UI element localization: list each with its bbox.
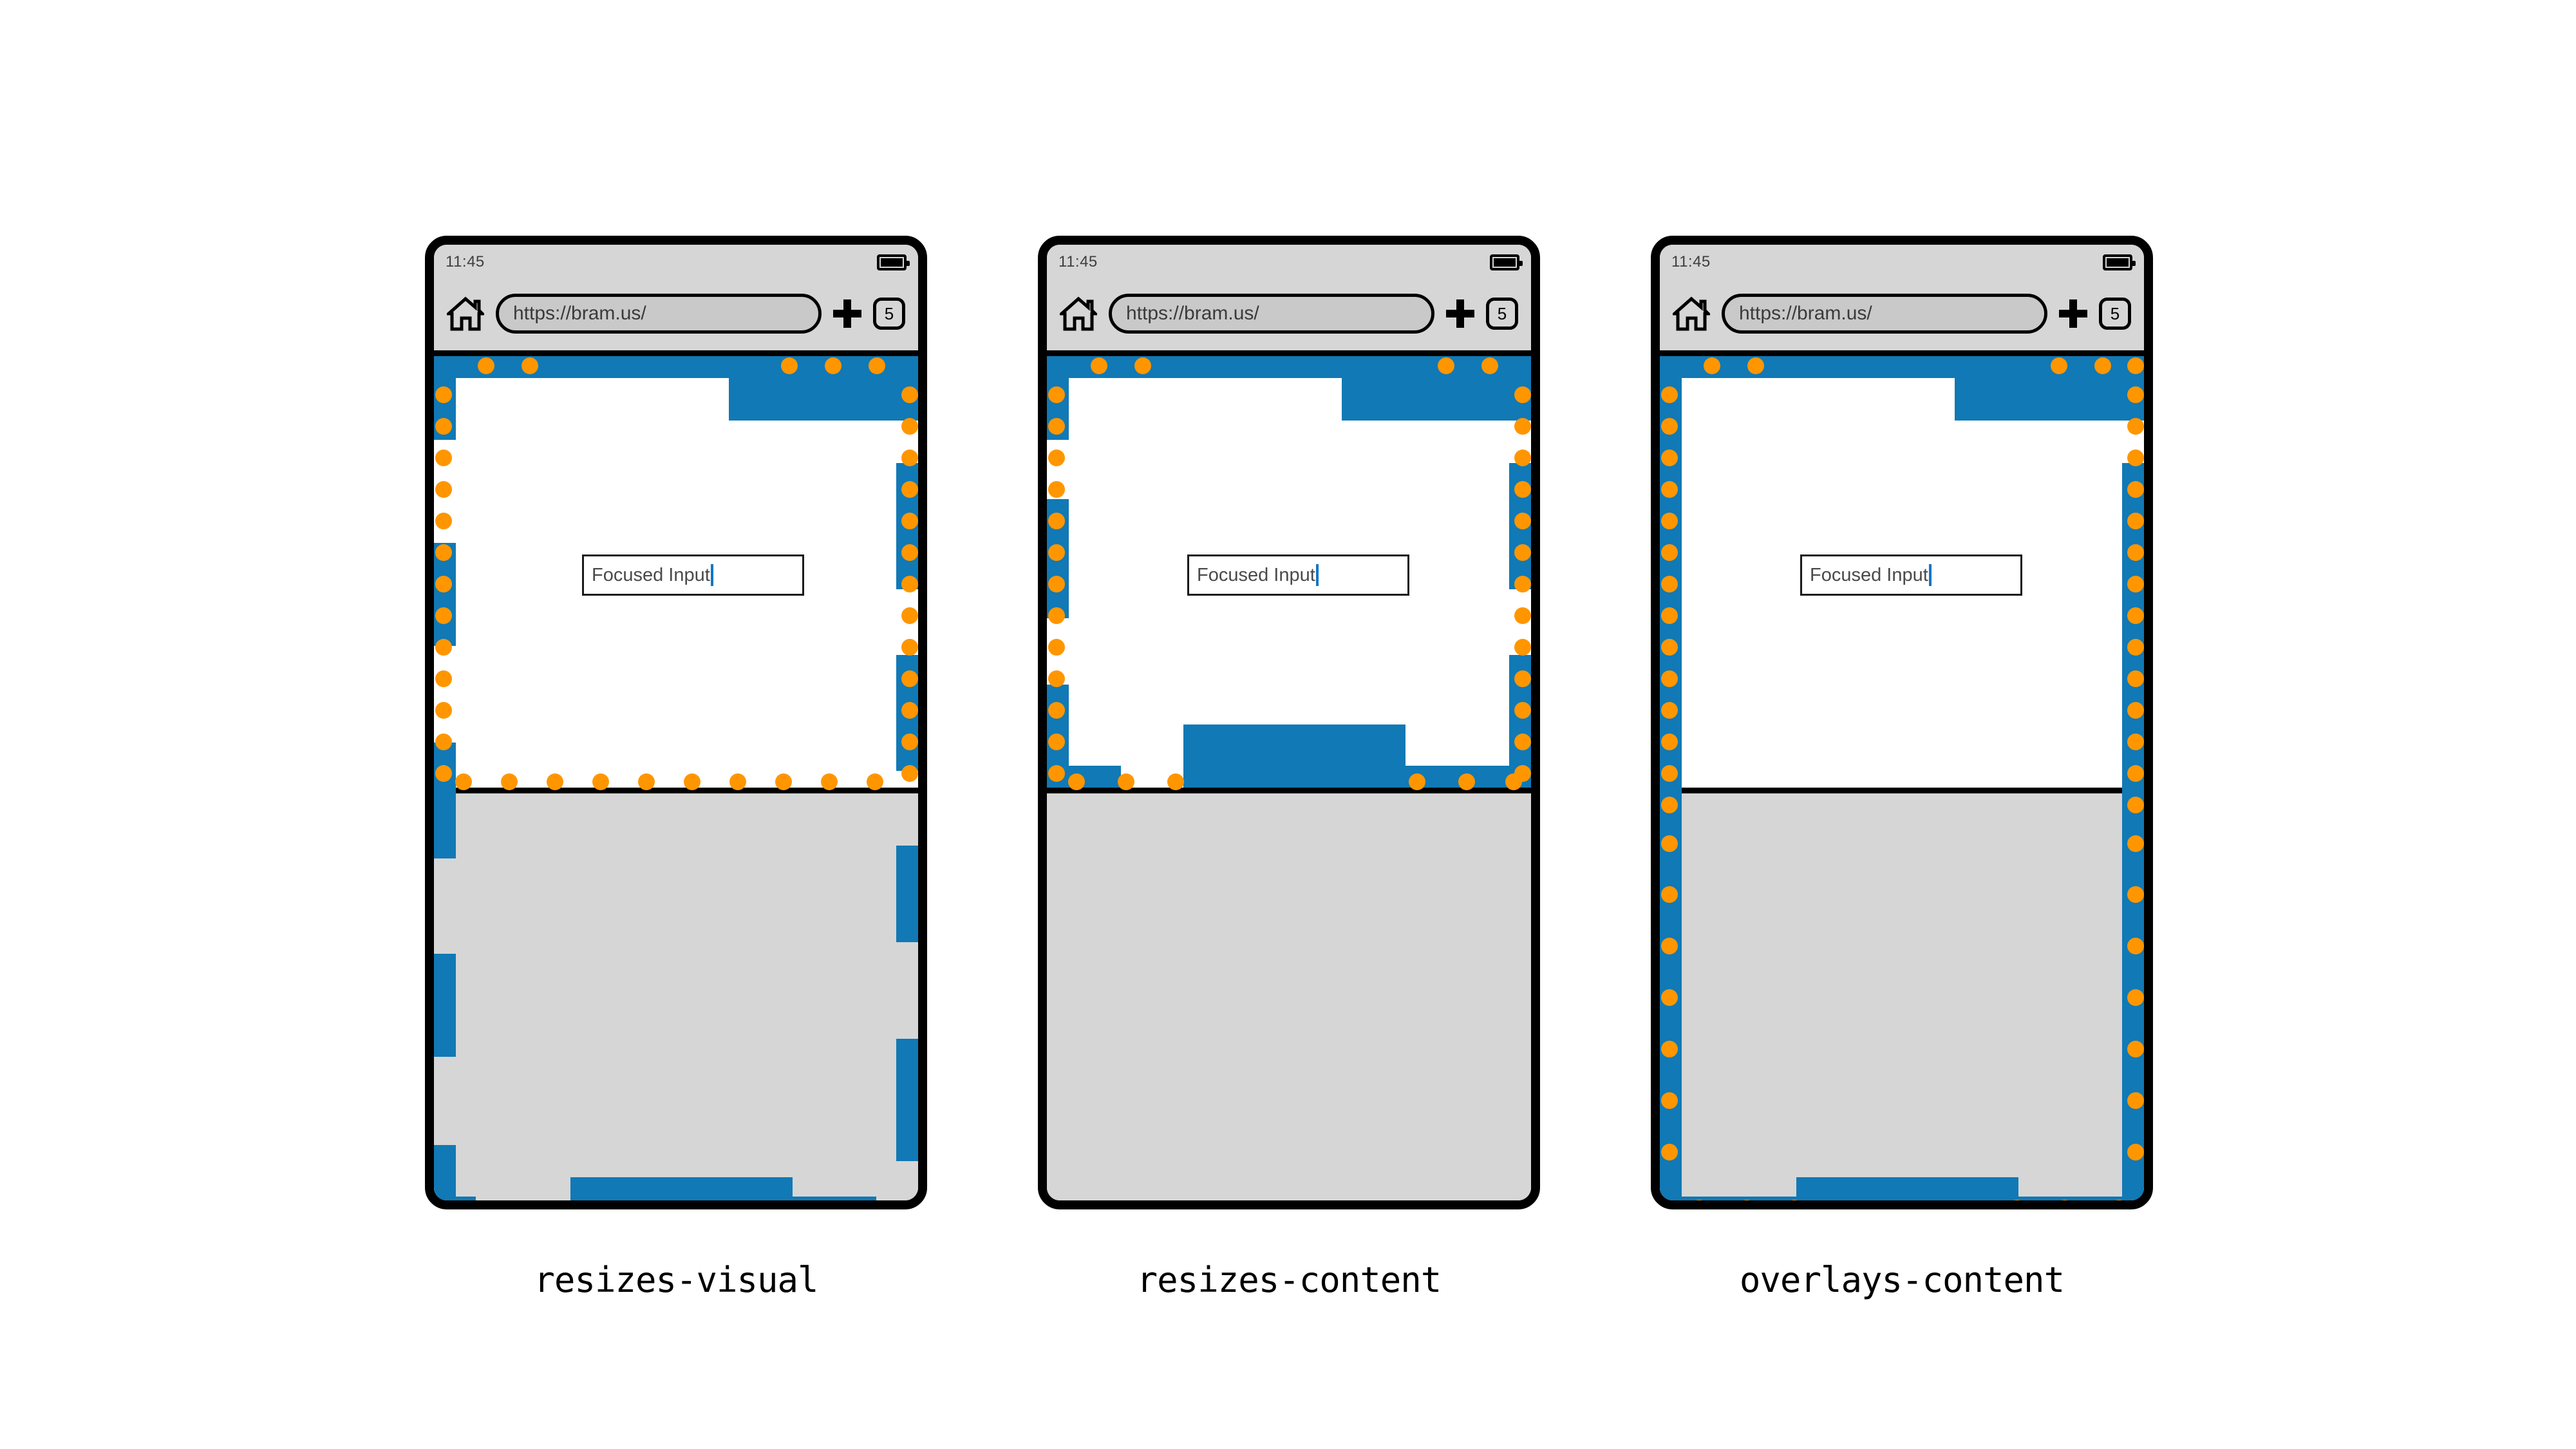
url-bar[interactable]: https://bram.us/ xyxy=(1109,294,1434,334)
keyboard-area xyxy=(1660,793,2144,1200)
home-icon[interactable] xyxy=(1060,296,1097,332)
phone-overlays-content: 11:45 https://bram.us/ 5 xyxy=(1651,236,2153,1209)
browser-chrome: 11:45 https://bram.us/ 5 xyxy=(434,245,918,356)
url-bar[interactable]: https://bram.us/ xyxy=(1722,294,2047,334)
plus-icon[interactable] xyxy=(833,299,861,328)
battery-full-icon xyxy=(877,254,910,270)
browser-toolbar: https://bram.us/ 5 xyxy=(1047,276,1531,352)
url-text: https://bram.us/ xyxy=(1126,303,1259,324)
plus-icon[interactable] xyxy=(2059,299,2087,328)
battery-full-icon xyxy=(2103,254,2136,270)
focused-input[interactable]: Focused Input xyxy=(1187,554,1409,596)
tab-count-badge[interactable]: 5 xyxy=(873,298,905,330)
phone-screen: Focused Input xyxy=(1047,356,1531,1200)
keyboard-area xyxy=(1047,793,1531,1200)
focused-input-text: Focused Input xyxy=(592,564,710,585)
home-icon[interactable] xyxy=(447,296,484,332)
phone-screen: Focused Input xyxy=(434,356,918,1200)
battery-full-icon xyxy=(1490,254,1523,270)
focused-input-text: Focused Input xyxy=(1197,564,1315,585)
focused-input[interactable]: Focused Input xyxy=(582,554,804,596)
phone-screen: Focused Input xyxy=(1660,356,2144,1200)
focused-input[interactable]: Focused Input xyxy=(1800,554,2022,596)
caption-resizes-visual: resizes-visual xyxy=(534,1260,818,1300)
tab-count-badge[interactable]: 5 xyxy=(1486,298,1518,330)
status-clock: 11:45 xyxy=(1671,253,1711,270)
caption-resizes-content: resizes-content xyxy=(1136,1260,1442,1300)
browser-toolbar: https://bram.us/ 5 xyxy=(1660,276,2144,352)
url-text: https://bram.us/ xyxy=(513,303,646,324)
status-clock: 11:45 xyxy=(446,253,485,270)
phone-resizes-visual: 11:45 https://bram.us/ 5 xyxy=(425,236,927,1209)
home-icon[interactable] xyxy=(1673,296,1710,332)
text-caret xyxy=(1315,564,1319,586)
text-caret xyxy=(710,564,713,586)
tab-count-badge[interactable]: 5 xyxy=(2099,298,2131,330)
url-text: https://bram.us/ xyxy=(1739,303,1872,324)
text-caret xyxy=(1928,564,1932,586)
browser-chrome: 11:45 https://bram.us/ 5 xyxy=(1047,245,1531,356)
status-clock: 11:45 xyxy=(1058,253,1098,270)
browser-toolbar: https://bram.us/ 5 xyxy=(434,276,918,352)
phone-resizes-content: 11:45 https://bram.us/ 5 xyxy=(1038,236,1540,1209)
keyboard-area xyxy=(434,793,918,1200)
caption-overlays-content: overlays-content xyxy=(1739,1260,2065,1300)
url-bar[interactable]: https://bram.us/ xyxy=(496,294,822,334)
browser-chrome: 11:45 https://bram.us/ 5 xyxy=(1660,245,2144,356)
status-bar: 11:45 xyxy=(1660,245,2144,276)
focused-input-text: Focused Input xyxy=(1810,564,1928,585)
plus-icon[interactable] xyxy=(1446,299,1474,328)
status-bar: 11:45 xyxy=(434,245,918,276)
status-bar: 11:45 xyxy=(1047,245,1531,276)
